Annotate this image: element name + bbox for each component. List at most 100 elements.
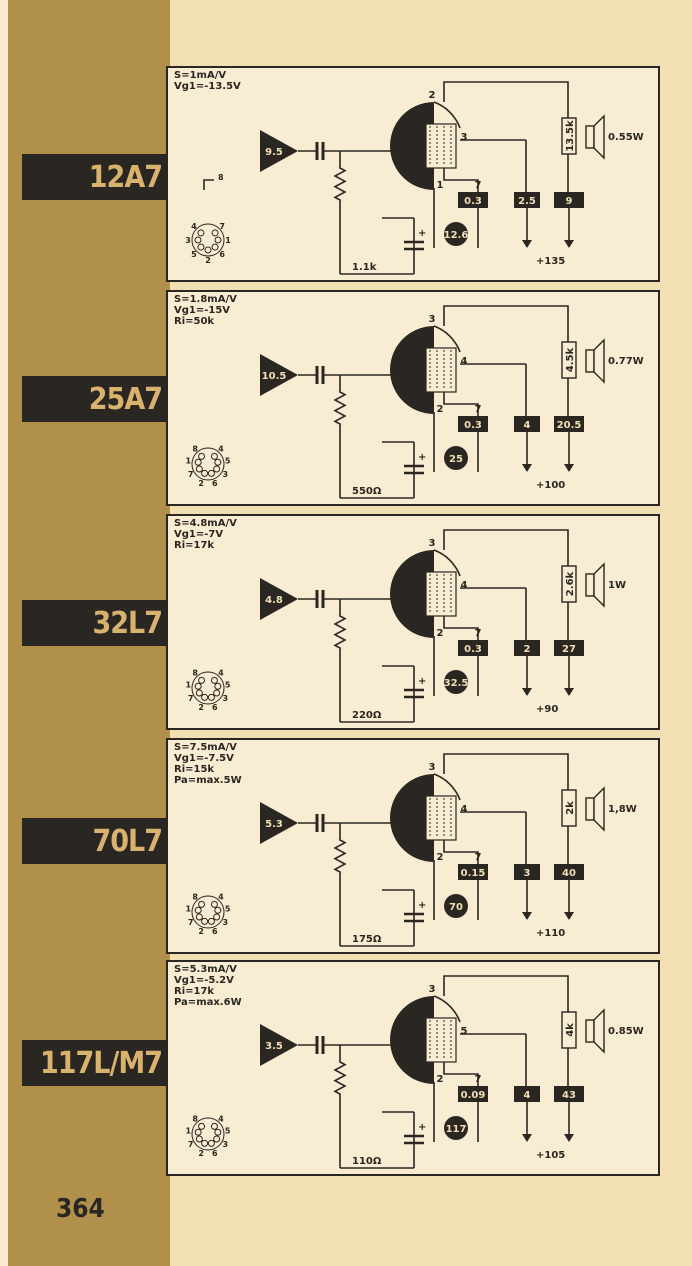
polarity-mark: +	[418, 228, 426, 239]
top-cap-icon	[203, 179, 214, 190]
base-pin-number: 6	[212, 927, 218, 936]
base-pin	[194, 458, 202, 466]
pentode-tube-icon	[390, 326, 434, 414]
base-pin-number: 2	[205, 256, 211, 265]
screen-current-meter	[514, 416, 540, 432]
ground-arrow-icon	[564, 912, 574, 920]
spec-line: Ri=17k	[174, 986, 215, 997]
pin-screen: 4	[461, 580, 468, 591]
heater-voltage-badge	[444, 894, 468, 918]
base-pin	[198, 1122, 206, 1130]
spec-line: Ri=15k	[174, 764, 215, 775]
supply-voltage: +110	[536, 928, 565, 939]
base-pin	[214, 236, 222, 244]
base-pin	[195, 1135, 203, 1143]
base-pin	[213, 1135, 221, 1143]
pentode-tube-icon	[390, 550, 434, 638]
tube-envelope	[433, 549, 461, 577]
base-pin-number: 2	[198, 703, 204, 712]
pin-anode: 3	[429, 314, 436, 325]
pin-heater-a: 2	[437, 1074, 444, 1085]
tube-type-label: 25A7	[22, 376, 170, 422]
base-pin-number: 7	[188, 470, 194, 479]
spec-line: Ri=50k	[174, 316, 215, 327]
base-pin	[204, 246, 212, 254]
ground-arrow-icon	[564, 688, 574, 696]
pin-screen: 3	[461, 132, 468, 143]
heater-voltage: 25	[449, 454, 463, 465]
anode-current-meter	[554, 1086, 584, 1102]
tube-envelope	[433, 101, 461, 129]
spec-line: Vg1=-15V	[174, 305, 231, 316]
base-pin-number: 7	[188, 1140, 194, 1149]
heater-current-meter	[458, 416, 488, 432]
supply-voltage: +105	[536, 1150, 565, 1161]
base-pin-number: 2	[198, 1149, 204, 1158]
amplifier-triangle-icon	[260, 578, 298, 620]
ground-arrow-icon	[522, 1134, 532, 1142]
pin-heater-a: 2	[437, 404, 444, 415]
pentode-tube-icon	[390, 774, 434, 862]
output-power: 0.55W	[608, 132, 644, 143]
tube-base-pinout-icon	[191, 1117, 225, 1151]
base-pin-number: 7	[188, 694, 194, 703]
pin-heater-a: 2	[437, 628, 444, 639]
base-pin	[198, 900, 206, 908]
pin-cathode: 8	[417, 392, 424, 403]
resistor-icon	[333, 375, 347, 498]
spec-line: Vg1=-5.2V	[174, 975, 234, 986]
tube-envelope	[433, 325, 461, 353]
pin-input: 4	[405, 1034, 412, 1045]
polarity-mark: +	[418, 1122, 426, 1133]
heater-voltage-badge	[444, 670, 468, 694]
anode-wire	[443, 975, 569, 1012]
ground-arrow-icon	[522, 240, 532, 248]
load-resistor-value: 2k	[565, 801, 576, 815]
supply-voltage: +135	[536, 256, 565, 267]
output-power: 0.77W	[608, 356, 644, 367]
pin-anode: 3	[429, 762, 436, 773]
base-pin	[194, 1128, 202, 1136]
anode-current-meter-value: 27	[562, 644, 576, 655]
heater-wire	[443, 1062, 479, 1086]
base-pin	[198, 676, 206, 684]
base-pin	[194, 236, 202, 244]
screen-current-meter-value: 2.5	[518, 196, 536, 207]
base-pin-number: 1	[225, 236, 231, 245]
speaker-cone	[593, 114, 605, 160]
anode-current-meter-value: 9	[566, 196, 573, 207]
anode-wire	[443, 81, 569, 118]
spec-line: S=1mA/V	[174, 70, 227, 81]
base-pin	[211, 243, 219, 251]
base-pin-number: 5	[225, 681, 231, 690]
base-pin	[201, 469, 209, 477]
heater-current-meter-value: 0.15	[461, 868, 486, 879]
pin-input: 5	[405, 588, 412, 599]
base-pin-number: 2	[198, 479, 204, 488]
base-pin	[201, 693, 209, 701]
load-resistor-icon	[561, 341, 577, 379]
heater-current-meter-value: 0.3	[464, 420, 482, 431]
base-pin-number: 6	[212, 703, 218, 712]
base-pin-number: 1	[186, 681, 192, 690]
base-pin-number: 8	[192, 893, 198, 902]
heater-current-meter-value: 0.3	[464, 644, 482, 655]
speaker-cone	[593, 786, 605, 832]
speaker-icon	[585, 797, 595, 821]
pin-anode: 3	[429, 984, 436, 995]
spec-line: S=7.5mA/V	[174, 742, 237, 753]
base-pin-number: 7	[219, 222, 225, 231]
pin-anode: 3	[429, 538, 436, 549]
spec-line: Vg1=-7V	[174, 529, 224, 540]
base-pin	[201, 1139, 209, 1147]
heater-voltage: 70	[449, 902, 463, 913]
supply-voltage: +100	[536, 480, 565, 491]
base-pin	[197, 229, 205, 237]
anode-current-meter-value: 43	[562, 1090, 576, 1101]
anode-current-meter	[554, 416, 584, 432]
heater-wire	[443, 392, 479, 416]
